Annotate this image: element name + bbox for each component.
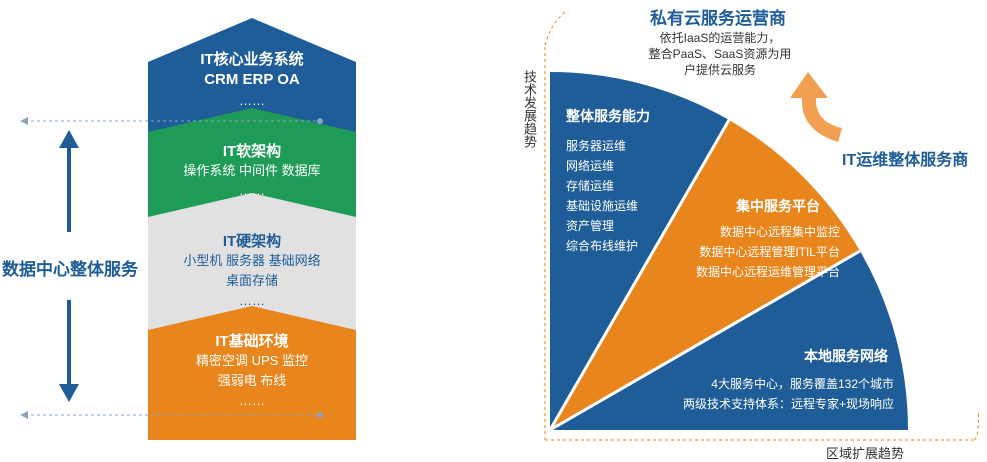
- layer-business: IT核心业务系统 CRM ERP OA ……: [148, 48, 356, 111]
- layer-base-title: IT基础环境: [215, 333, 289, 350]
- sector-local-item: 两级技术支持体系：远程专家+现场响应: [682, 397, 894, 411]
- layer-base: IT基础环境 精密空调 UPS 监控 强弱电 布线 ……: [148, 330, 356, 411]
- sector-overall-title: 整体服务能力: [566, 108, 650, 124]
- sector-overall-item: 服务器运维: [566, 139, 627, 153]
- layer-base-line1: 精密空调 UPS 监控: [196, 353, 308, 368]
- layer-hardware-title: IT硬架构: [222, 233, 282, 250]
- layer-base-line3: ……: [239, 393, 265, 408]
- sector-local: [550, 251, 908, 430]
- layer-base-line2: 强弱电 布线: [217, 373, 287, 388]
- sector-overall-item: 综合布线维护: [566, 239, 639, 253]
- bottom-guide-dot: [317, 412, 323, 418]
- sector-overall-item: 基础设施运维: [566, 199, 639, 213]
- sector-local-item: 4大服务中心，服务覆盖132个城市: [711, 377, 894, 391]
- arrow-label: IT运维整体服务商: [842, 152, 969, 169]
- sector-divider-2: [549, 249, 861, 432]
- top-guide-arrowhead: [20, 117, 28, 125]
- layer-software-bg: [148, 108, 356, 217]
- sector-central: [550, 120, 860, 430]
- sector-overall-item: 资产管理: [566, 219, 615, 233]
- curved-arrow-body: [790, 72, 842, 142]
- layer-hardware-line1: 小型机 服务器 基础网络: [183, 253, 321, 268]
- sector-local-title: 本地服务网络: [804, 348, 888, 364]
- vertical-axis-label: 技术发展趋势: [522, 70, 537, 148]
- layer-hardware: IT硬架构 小型机 服务器 基础网络 桌面存储 ……: [148, 230, 356, 311]
- layer-business-line2: ……: [239, 93, 265, 108]
- layer-software-title: IT软架构: [222, 143, 282, 160]
- top-description-line3: 户提供云服务: [683, 63, 756, 77]
- top-title: 私有云服务运营商: [650, 9, 786, 28]
- sector-overall-text: 整体服务能力 服务器运维 网络运维 存储运维 基础设施运维 资产管理 综合布线维…: [566, 106, 686, 256]
- layer-software: IT软架构 操作系统 中间件 数据库 ……: [148, 140, 356, 201]
- layer-business-line1: CRM ERP OA: [204, 71, 300, 88]
- top-description: 依托IaaS的运营能力， 整合PaaS、SaaS资源为用 户提供云服务: [620, 30, 820, 78]
- sector-overall: [550, 72, 729, 430]
- layer-software-line2: ……: [239, 183, 265, 198]
- sector-central-title: 集中服务平台: [736, 198, 820, 214]
- horizontal-axis-label: 区域扩展趋势: [826, 446, 905, 461]
- sector-overall-item: 网络运维: [566, 159, 615, 173]
- sector-central-item: 数据中心远程运维管理平台: [695, 265, 840, 279]
- sector-overall-item: 存储运维: [566, 179, 615, 193]
- sector-central-item: 数据中心远程管理ITIL平台: [699, 245, 840, 259]
- layer-software-line1: 操作系统 中间件 数据库: [183, 163, 321, 178]
- sector-central-text: 集中服务平台 数据中心远程集中监控 数据中心远程管理ITIL平台 数据中心远程运…: [672, 196, 840, 282]
- side-label: 数据中心整体服务: [2, 260, 138, 279]
- sector-central-item: 数据中心远程集中监控: [719, 225, 840, 239]
- vertical-arrow-up-head: [59, 130, 79, 148]
- top-description-line2: 整合PaaS、SaaS资源为用: [648, 47, 792, 61]
- layer-business-bg: [148, 18, 356, 132]
- layer-hardware-bg: [148, 193, 356, 330]
- layer-business-title: IT核心业务系统: [200, 51, 304, 68]
- top-guide-dot: [317, 118, 323, 124]
- sector-divider-1: [548, 119, 731, 431]
- horizontal-axis-curve: [974, 409, 980, 441]
- layer-base-bg: [148, 306, 356, 440]
- vertical-axis-curve: [544, 11, 566, 46]
- bottom-guide-arrowhead: [20, 411, 28, 419]
- sector-local-text: 本地服务网络 4大服务中心，服务覆盖132个城市 两级技术支持体系：远程专家+现…: [664, 346, 894, 414]
- layer-hardware-line2: 桌面存储: [225, 273, 278, 288]
- layer-hardware-line3: ……: [239, 293, 265, 308]
- top-description-line1: 依托IaaS的运营能力，: [659, 31, 781, 45]
- vertical-arrow-down-head: [59, 384, 79, 402]
